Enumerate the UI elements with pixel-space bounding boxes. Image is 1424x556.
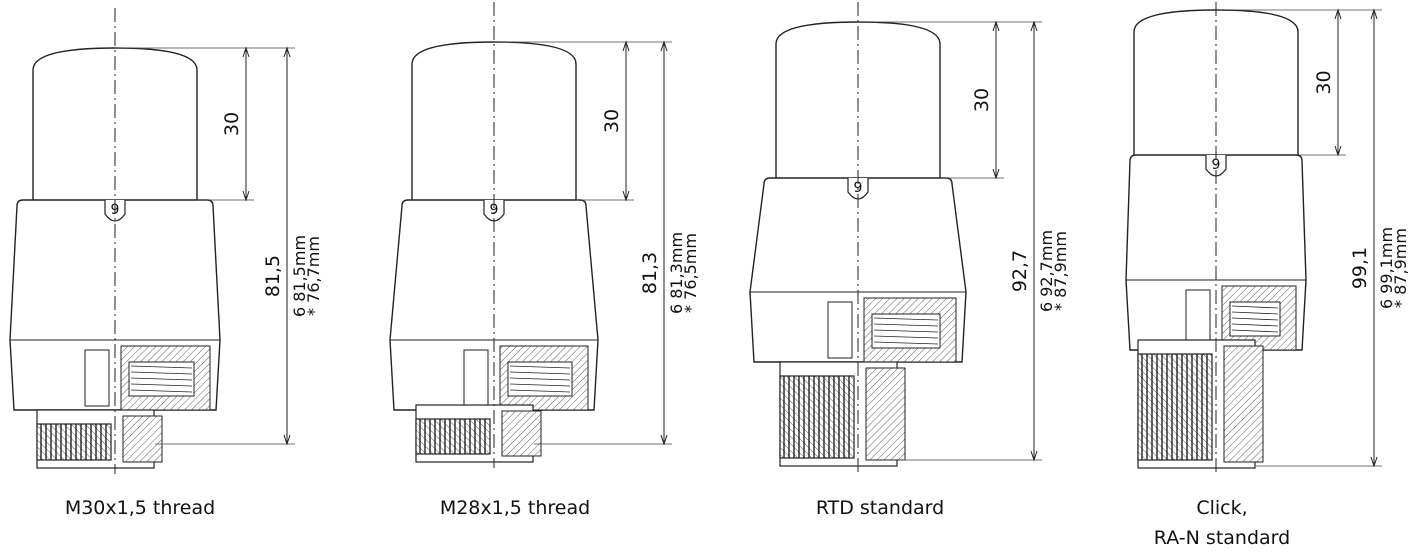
arrow-total-bottom [1370,456,1378,468]
caption-variant-2-line-1: M28x1,5 thread [439,497,591,519]
inner-sleeve [1185,289,1211,347]
dimension-cap-label: 30 [221,112,243,136]
spring-coil [1231,317,1279,321]
spring-coil [509,383,571,387]
base-section [501,410,542,457]
spring-coil [130,389,193,393]
spec-alt-note: * 87,9mm [1391,228,1410,308]
dimension-total-label: 81,3 [639,252,661,294]
spring-coil [130,371,193,375]
spring-coil [1231,329,1279,333]
dimension-total-label: 99,1 [1349,247,1371,289]
spring-coil [130,365,193,369]
arrow-cap-bottom [1334,145,1342,157]
knurled-nut [1137,353,1213,461]
dimension-total-label: 81,5 [262,255,284,297]
spring-coil [509,371,571,375]
arrow-total-top [1370,8,1378,20]
spring-coil [1231,323,1279,327]
spring-coil [1231,305,1279,309]
spring-coil [873,329,939,333]
dimension-cap-label: 30 [971,88,993,112]
spec-alt-note: * 76,5mm [681,233,700,313]
spring-coil [509,377,571,381]
arrow-cap-bottom [622,190,630,202]
base-section [865,367,906,461]
arrow-total-bottom [1030,450,1038,462]
inner-sleeve [84,349,110,407]
spec-alt-note: * 87,9mm [1051,231,1070,311]
base-section [1223,345,1264,463]
knurled-nut [779,375,855,459]
spring-coil [509,365,571,369]
caption-variant-3-line-1: RTD standard [815,497,945,519]
arrow-cap-top [622,40,630,52]
arrow-cap-top [992,20,1000,32]
spec-total-note: 6 81,5mm [290,235,309,317]
spring-coil [130,377,193,381]
spring-coil [873,317,939,321]
inner-sleeve [827,301,853,359]
spring-coil [873,335,939,339]
arrow-total-top [283,46,291,58]
scale-mark: 9 [490,202,499,218]
spec-total-note: 6 81,3mm [667,232,686,314]
arrow-cap-bottom [242,190,250,202]
spec-alt-note: * 76,7mm [304,236,323,316]
caption-variant-4-line-2: RA-N standard [1153,527,1291,549]
arrow-cap-bottom [992,168,1000,180]
knurled-nut [415,418,491,455]
arrow-cap-top [1334,8,1342,20]
spring-coil [1231,311,1279,315]
thermostat-drawing-2: 9 30 81,3 6 81,3mm* 76,5mm [389,2,700,468]
dimension-cap-label: 30 [601,109,623,133]
dimension-cap-label: 30 [1313,70,1335,94]
dimension-total-label: 92,7 [1009,250,1031,292]
arrow-cap-top [242,46,250,58]
arrow-total-bottom [283,434,291,446]
arrow-total-top [660,40,668,52]
base-section [122,415,163,463]
inner-sleeve [463,349,489,407]
spec-total-note: 6 92,7mm [1037,230,1056,312]
spring-coil [130,383,193,387]
spec-total-note: 6 99,1mm [1377,227,1396,309]
arrow-total-bottom [660,434,668,446]
arrow-total-top [1030,20,1038,32]
spring-coil [873,323,939,327]
spring-coil [873,341,939,345]
spring-coil [509,389,571,393]
caption-variant-4-line-1: Click, [1196,497,1248,519]
caption-variant-1-line-1: M30x1,5 thread [64,497,216,519]
knurled-nut [36,423,112,461]
